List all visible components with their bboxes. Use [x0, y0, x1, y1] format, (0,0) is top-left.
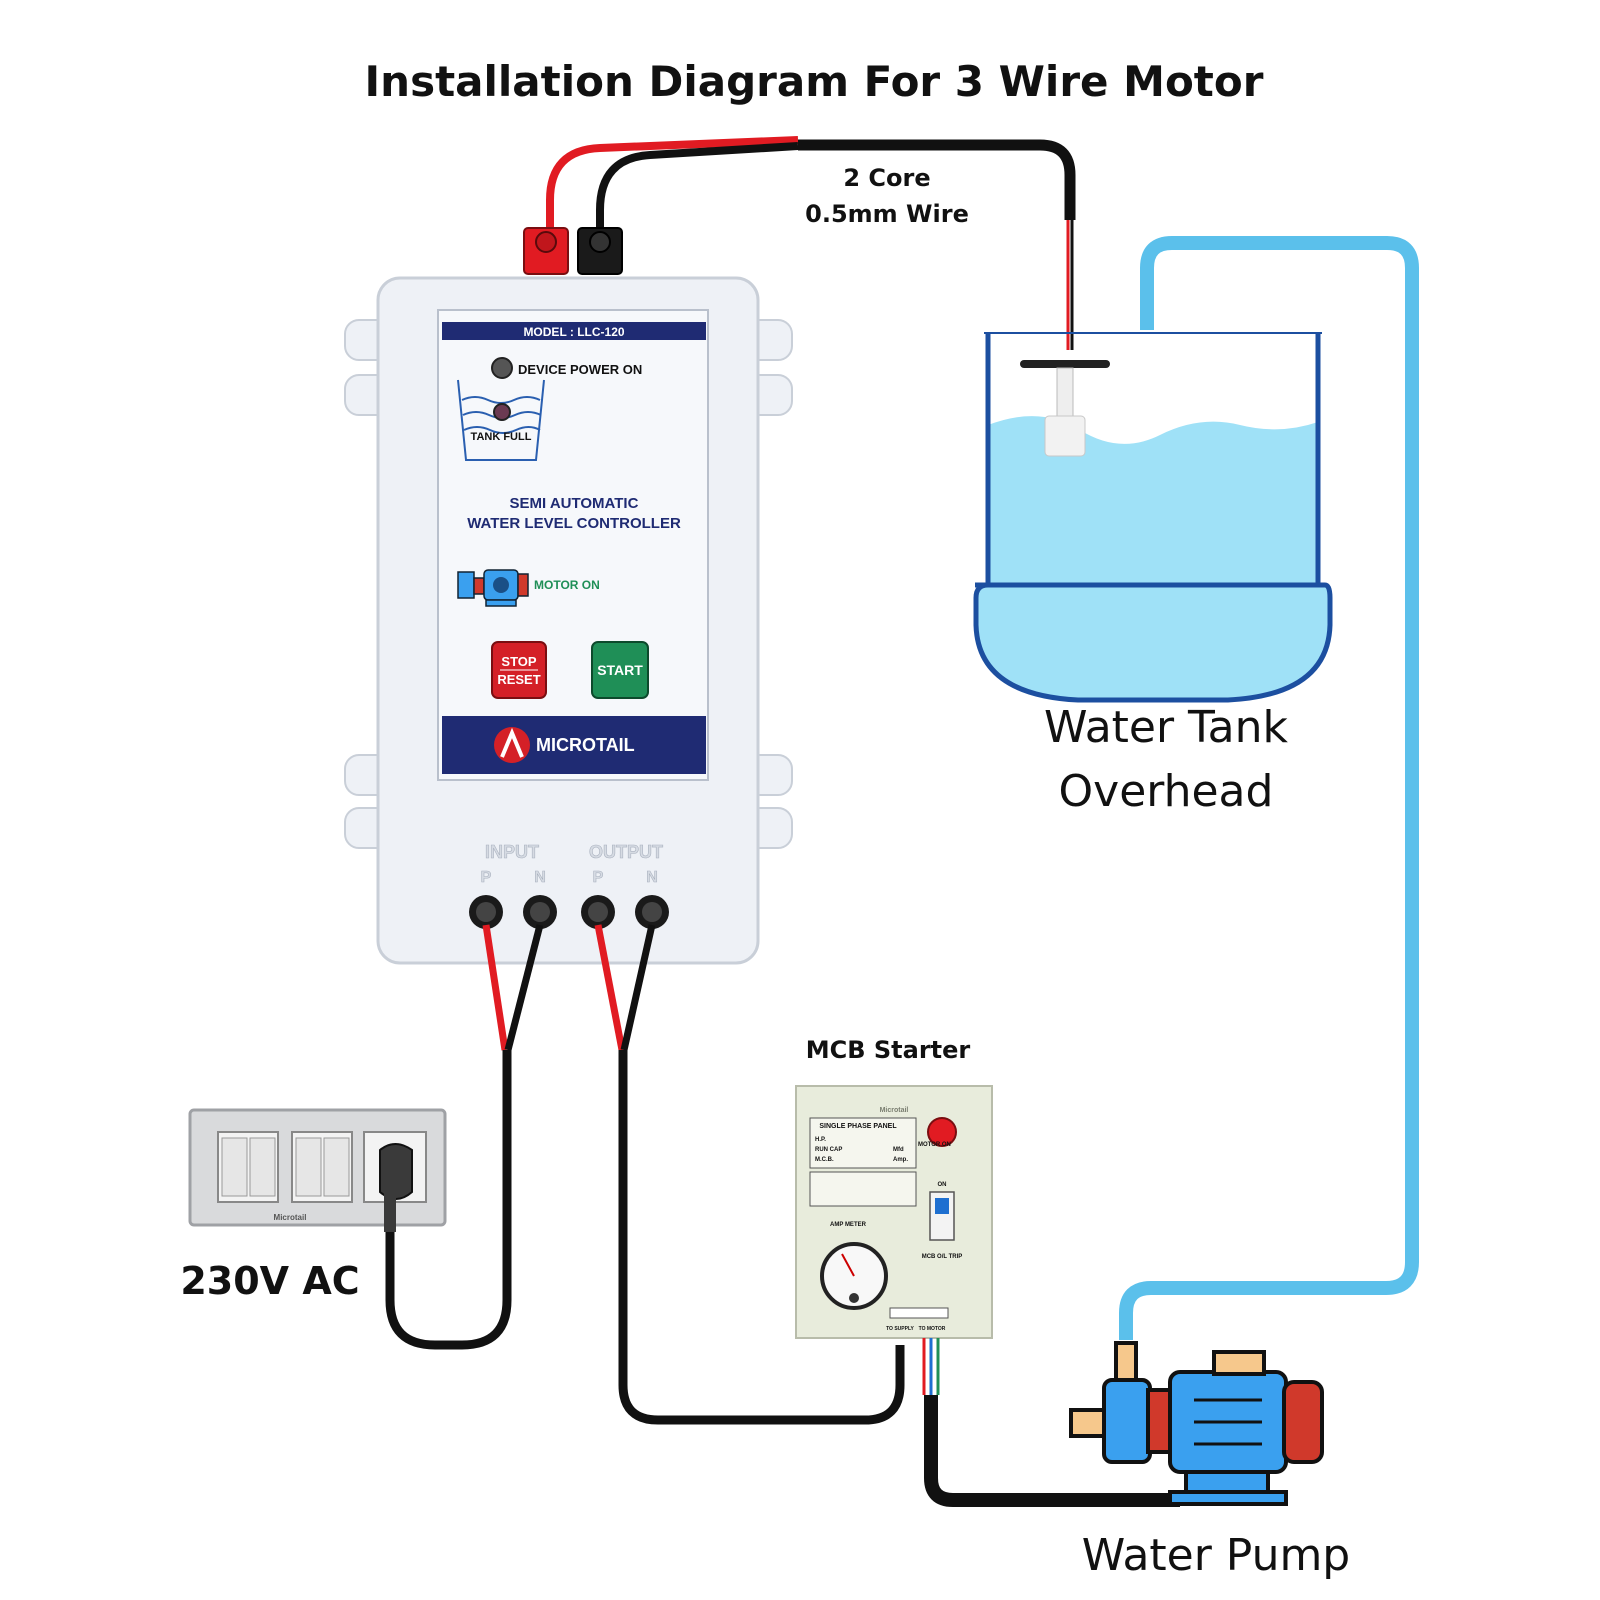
overhead-tank: [973, 332, 1333, 703]
mcb-trip: MCB O/L TRIP: [922, 1254, 963, 1260]
sensor-terminal-red: [523, 227, 569, 275]
mcb-panel-title: SINGLE PHASE PANEL: [819, 1123, 897, 1130]
tank-label-line2: Overhead: [1059, 766, 1274, 817]
input-wire: [385, 924, 544, 1350]
wire-label-line2: 0.5mm Wire: [805, 200, 969, 228]
water-pipe: [1119, 236, 1419, 1340]
output-terminals: [469, 895, 669, 929]
controller-name-line2: WATER LEVEL CONTROLLER: [467, 515, 681, 532]
terminal-label-1: P: [481, 869, 492, 886]
mcb-field-mcb: M.C.B.: [815, 1157, 834, 1163]
controller-name-line1: SEMI AUTOMATIC: [510, 495, 639, 512]
terminal-label-4: N: [646, 869, 658, 886]
float-sensor-icon: [1020, 360, 1110, 457]
device-power-label: DEVICE POWER ON: [518, 362, 642, 377]
tank-full-label: TANK FULL: [471, 431, 532, 443]
terminal-label-3: P: [593, 869, 604, 886]
pump-label: Water Pump: [1082, 1530, 1351, 1581]
mcb-unit-mfd: Mfd: [893, 1147, 904, 1153]
plate-brand: Microtail: [274, 1213, 307, 1222]
terminal-label-2: N: [534, 869, 546, 886]
mcb-on: ON: [938, 1182, 947, 1188]
stop-reset-button[interactable]: STOP RESET: [491, 641, 547, 699]
supply-label: 230V AC: [180, 1259, 359, 1303]
output-wire: [594, 924, 905, 1425]
mcb-label: MCB Starter: [806, 1036, 971, 1064]
model-label: MODEL : LLC-120: [523, 325, 624, 339]
motor-icon: [457, 569, 529, 607]
plug-icon: [379, 1143, 413, 1232]
output-label: OUTPUT: [589, 842, 663, 862]
reset-label: RESET: [497, 672, 540, 687]
tank-full-led: [493, 403, 511, 421]
brand-bar: [442, 716, 706, 774]
sensor-wire-2core: [546, 136, 1076, 350]
brand-label: MICROTAIL: [536, 735, 635, 755]
device-power-led: [491, 357, 513, 379]
diagram-title: Installation Diagram For 3 Wire Motor: [365, 57, 1264, 106]
mcb-starter-box: [795, 1085, 993, 1339]
model-bar: [442, 322, 706, 340]
stop-label: STOP: [501, 654, 536, 669]
mcb-to-motor: TO MOTOR: [919, 1326, 946, 1332]
motor-on-label: MOTOR ON: [534, 578, 600, 592]
mcb-to-supply: TO SUPPLY: [886, 1326, 914, 1332]
tank-label-line1: Water Tank: [1044, 702, 1288, 753]
mcb-amp-meter: AMP METER: [830, 1222, 867, 1228]
mcb-unit-amp: Amp.: [893, 1157, 908, 1163]
input-label: INPUT: [485, 842, 539, 862]
microtail-logo-icon: [494, 727, 530, 763]
mcb-brand: Microtail: [880, 1107, 909, 1114]
wire-label-line1: 2 Core: [843, 164, 930, 192]
mcb-field-runcap: RUN CAP: [815, 1147, 842, 1153]
water-pump-icon: [1069, 1341, 1324, 1506]
controller-box: [344, 276, 793, 965]
sensor-terminal-black: [577, 227, 623, 275]
start-label: START: [597, 662, 643, 678]
mcb-field-hp: H.P.: [815, 1137, 826, 1143]
start-button[interactable]: START: [591, 641, 649, 699]
mcb-motor-on: MOTOR ON: [918, 1142, 951, 1148]
motor-cable-3core: [922, 1338, 1180, 1507]
